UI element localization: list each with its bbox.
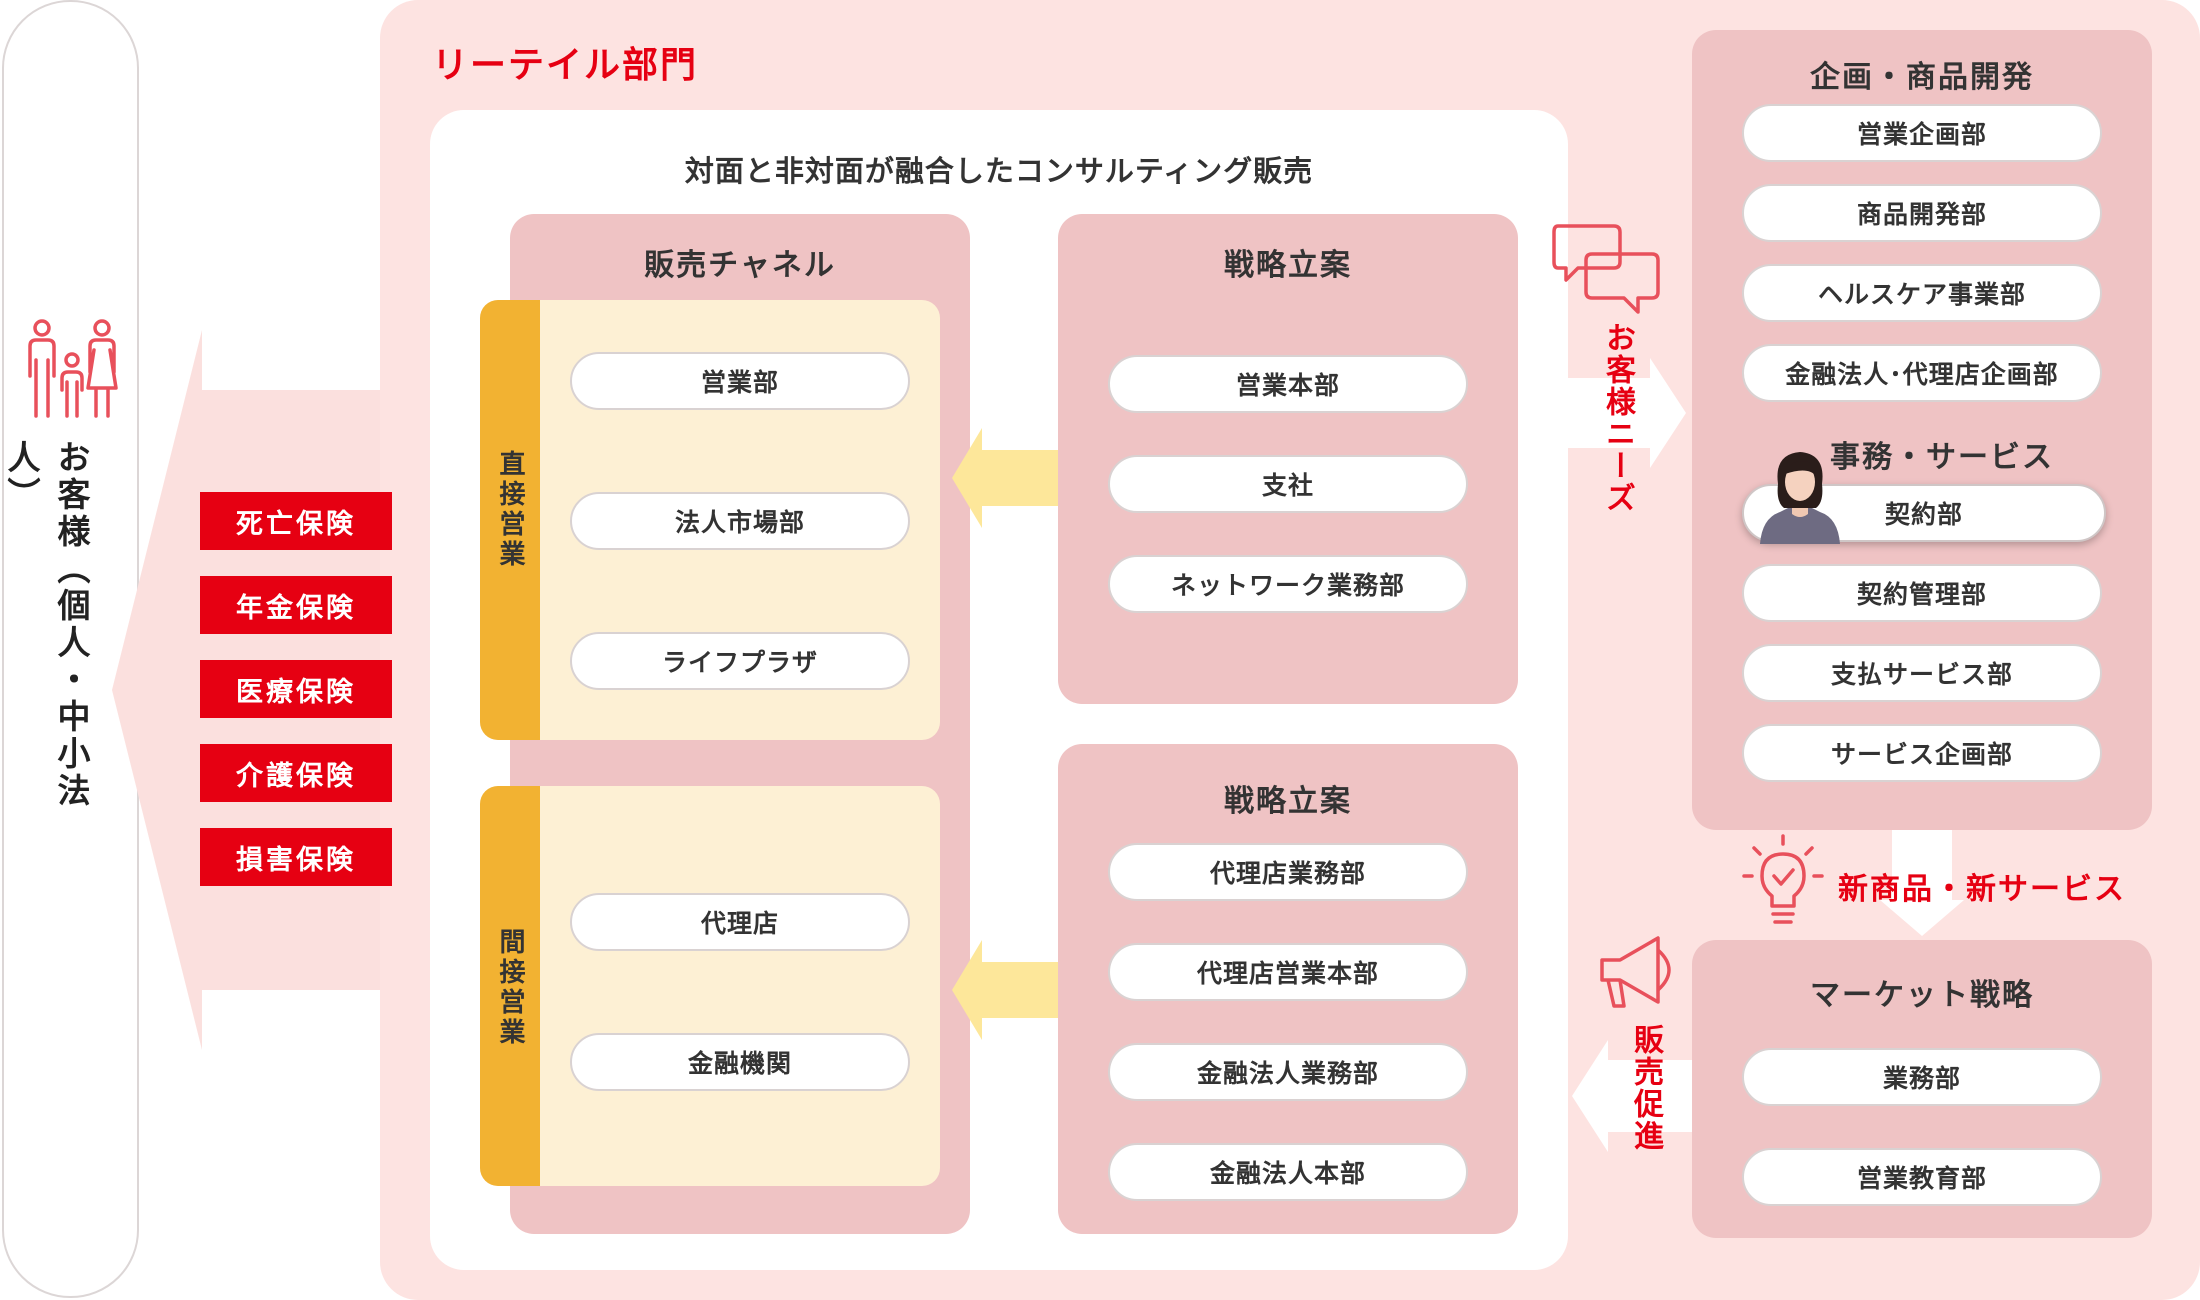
strategy-item-kinyu-honbu: 金融法人本部 [1108,1143,1468,1201]
product-pension: 年金保険 [200,576,392,634]
lightbulb-icon [1742,834,1824,924]
strategy-direct-title: 戦略立案 [1224,248,1352,283]
channel-item-dairiten: 代理店 [570,893,910,951]
indirect-sales-group [480,786,940,1186]
family-icon [28,319,118,418]
megaphone-icon [1600,936,1671,1008]
planning-item-healthcare: ヘルスケア事業部 [1742,264,2102,322]
arrow-needs [1568,358,1686,468]
product-death: 死亡保険 [200,492,392,550]
planning-item-eigyo-kikaku: 営業企画部 [1742,104,2102,162]
admin-item-service-kikaku: サービス企画部 [1742,724,2102,782]
customer-label: お客様（個人・中小法人） [2,440,91,810]
market-item-gyomu: 業務部 [1742,1048,2102,1106]
flow-needs-label: お客様ニーズ [1600,322,1635,514]
admin-title: 事務・サービス [1830,440,2054,475]
flow-promotion-label: 販売促進 [1628,1024,1663,1152]
strategy-item-eigyo-honbu: 営業本部 [1108,355,1468,413]
planning-item-kinyu-dairiten: 金融法人･代理店企画部 [1742,344,2102,402]
person-photo [1760,452,1840,544]
channel-item-kinyu: 金融機関 [570,1033,910,1091]
indirect-sales-label: 間接営業 [495,928,525,1048]
strategy-item-dairiten-eigyo: 代理店営業本部 [1108,943,1468,1001]
strategy-item-shisha: 支社 [1108,455,1468,513]
indirect-sales-bar [480,786,540,1186]
admin-item-keiyaku-kanri: 契約管理部 [1742,564,2102,622]
planning-title: 企画・商品開発 [1810,60,2034,95]
arrow-new-products [1880,830,1964,936]
product-medical: 医療保険 [200,660,392,718]
market-item-kyoiku: 営業教育部 [1742,1148,2102,1206]
customer-box [2,0,139,1298]
market-title: マーケット戦略 [1810,978,2034,1013]
direct-sales-label: 直接営業 [495,450,525,570]
retail-title: リーテイル部門 [432,45,699,86]
strategy-item-network: ネットワーク業務部 [1108,555,1468,613]
consulting-title: 対面と非対面が融合したコンサルティング販売 [684,154,1314,188]
channel-item-hojin: 法人市場部 [570,492,910,550]
channel-item-lifeplaza: ライフプラザ [570,632,910,690]
strategy-item-dairiten-gyomu: 代理店業務部 [1108,843,1468,901]
chat-bubbles-icon [1552,224,1660,314]
product-damage: 損害保険 [200,828,392,886]
sales-channel-title: 販売チャネル [644,248,836,283]
strategy-item-kinyu-gyomu: 金融法人業務部 [1108,1043,1468,1101]
planning-item-shohin: 商品開発部 [1742,184,2102,242]
admin-item-shiharai: 支払サービス部 [1742,644,2102,702]
direct-sales-bar [480,300,540,740]
flow-new-products-label: 新商品・新サービス [1838,872,2126,907]
channel-item-eigyobu: 営業部 [570,352,910,410]
strategy-indirect-title: 戦略立案 [1224,784,1352,819]
product-care: 介護保険 [200,744,392,802]
arrow-promotion [1572,1040,1692,1152]
